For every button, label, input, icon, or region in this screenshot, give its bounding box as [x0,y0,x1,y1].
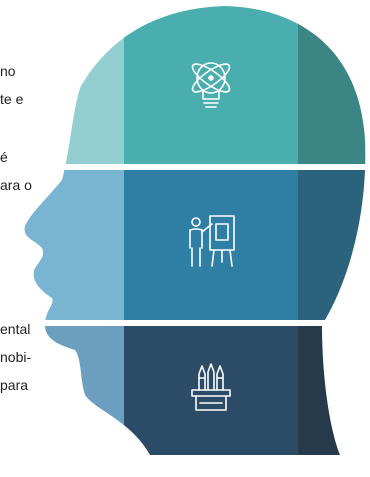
pencil-cup-icon [191,363,231,411]
text-line-4: ara o [0,177,32,193]
band-bot-mid [124,326,298,455]
band-top-dark [298,6,366,164]
band-mid-light [24,170,124,320]
text-line-3: é [0,149,8,165]
text-line-5: ental [0,321,31,337]
text-line-7: para [0,377,29,393]
text-line-2: te e [0,91,24,107]
band-mid-mid [124,170,298,320]
text-line-6: nobi- [0,349,32,365]
text-line-1: no [0,63,16,79]
band-mid-dark [298,170,366,320]
band-top-mid [124,6,298,164]
band-bot-dark [298,326,366,455]
presenter-whiteboard-icon [189,215,235,267]
lightbulb-atom-icon [191,62,231,108]
band-bot-light [24,326,124,455]
band-top-light [24,6,124,164]
